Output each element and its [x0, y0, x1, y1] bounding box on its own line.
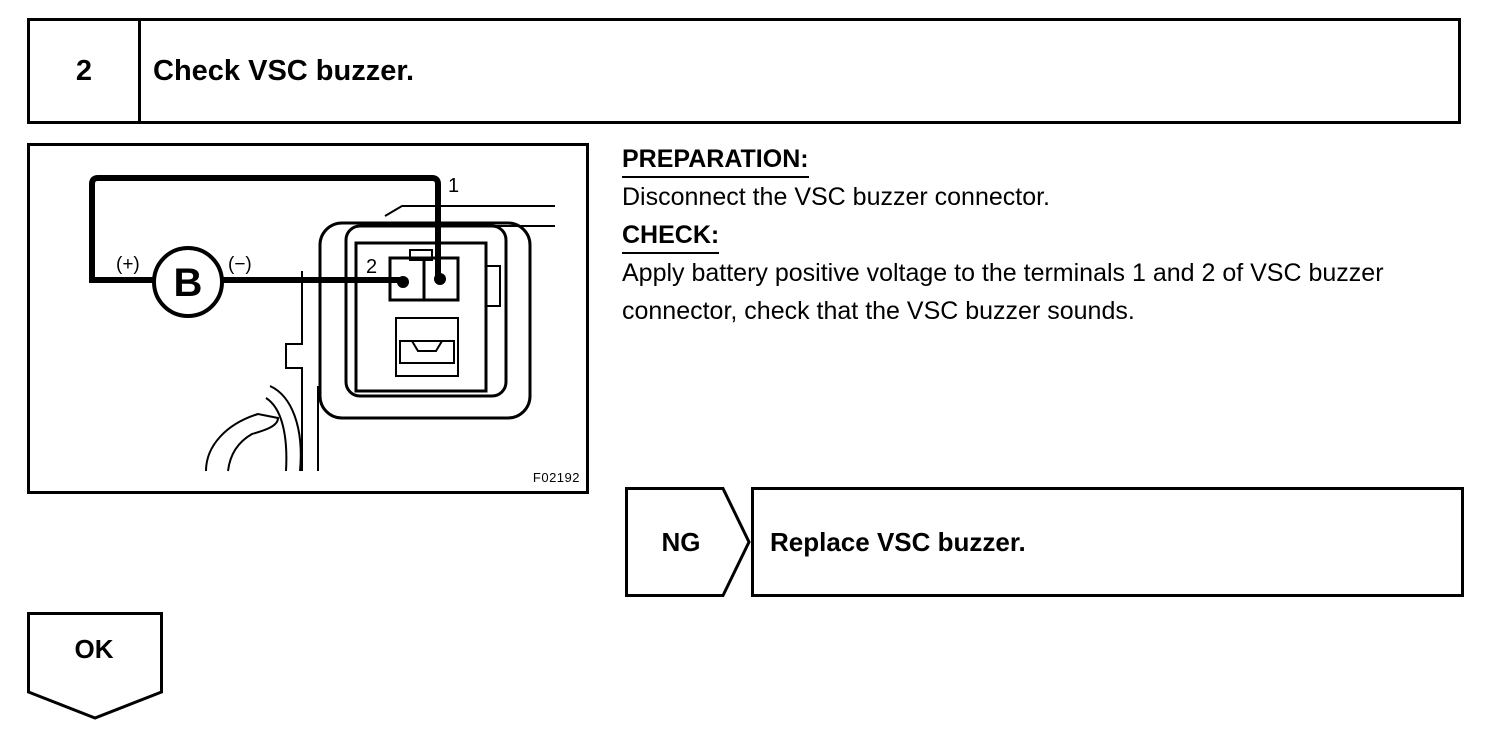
preparation-text: Disconnect the VSC buzzer connector. [622, 183, 1051, 211]
ng-tab: NG [625, 487, 751, 597]
check-heading: CHECK: [622, 219, 720, 254]
connector-latch-inner [399, 340, 455, 364]
terminal-1-label: 1 [448, 175, 459, 197]
connector-latch-notch [411, 340, 443, 352]
terminal-key [409, 249, 433, 261]
connector-side-tab [486, 265, 501, 307]
connector-body [354, 241, 488, 393]
wiring-diagram: B (+) (−) 1 2 F02192 [27, 143, 589, 494]
negative-label: (−) [228, 254, 252, 275]
ok-label: OK [74, 634, 114, 664]
step-title: Check VSC buzzer. [153, 54, 415, 87]
hand-outline [205, 412, 280, 472]
positive-label: (+) [116, 254, 140, 275]
ng-label: NG [661, 526, 701, 557]
finger-outline [269, 385, 302, 472]
positive-lead [89, 175, 441, 283]
battery-symbol: B [174, 261, 203, 305]
battery-circle [152, 246, 224, 318]
ng-arrow-shape [625, 487, 751, 597]
connector-outer-housing [318, 221, 532, 420]
connector-latch-outer [395, 317, 459, 377]
preparation-heading: PREPARATION: [622, 143, 809, 178]
figure-id: F02192 [532, 470, 580, 485]
harness-wire-upper [384, 205, 555, 217]
ok-arrow-shape [27, 612, 163, 720]
step-header: 2 Check VSC buzzer. [27, 18, 1461, 124]
instructions: PREPARATION: Disconnect the VSC buzzer c… [622, 140, 1482, 330]
ng-action: Replace VSC buzzer. [751, 487, 1464, 597]
ok-tab: OK [27, 612, 163, 720]
terminal-2-label: 2 [366, 256, 377, 278]
mounting-bracket [285, 271, 303, 471]
connector-illustration: B (+) (−) 1 2 [89, 175, 555, 472]
finger-outline-2 [265, 397, 288, 472]
step-number: 2 [30, 21, 141, 121]
check-text: Apply battery positive voltage to the te… [622, 259, 1384, 325]
connector-inner-housing [344, 224, 508, 398]
